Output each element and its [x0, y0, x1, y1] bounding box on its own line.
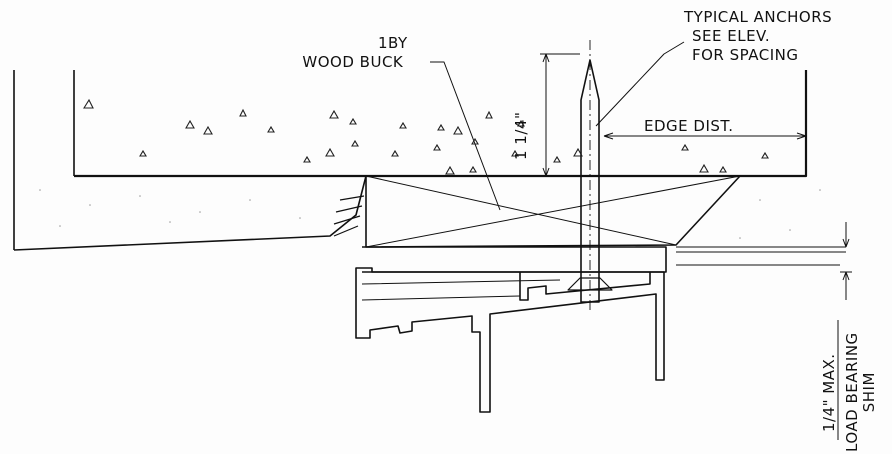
anchor-bolt — [580, 59, 600, 303]
frame-extrusion — [355, 267, 665, 413]
wood-buck-label: 1BY WOOD BUCK — [302, 34, 408, 71]
shim-max-label: 1/4" MAX. — [820, 353, 838, 432]
anchors-label: TYPICAL ANCHORS SEE ELEV. FOR SPACING — [684, 8, 833, 64]
dim-1-1-4-label: 1 1/4" — [512, 111, 530, 160]
soffit-slope — [13, 175, 367, 251]
concrete-left-edge — [13, 70, 75, 250]
wood-buck-cross — [365, 175, 741, 248]
sill-texture — [39, 189, 821, 239]
shim-plate — [362, 246, 667, 273]
load-bearing-shim-label: LOAD BEARING SHIM — [843, 332, 878, 452]
buck-leader — [430, 61, 501, 211]
edge-dist-label: EDGE DIST. — [644, 117, 734, 135]
concrete-head-line — [74, 70, 808, 178]
anchor-leader — [595, 41, 685, 127]
concrete-aggregate — [83, 98, 769, 175]
